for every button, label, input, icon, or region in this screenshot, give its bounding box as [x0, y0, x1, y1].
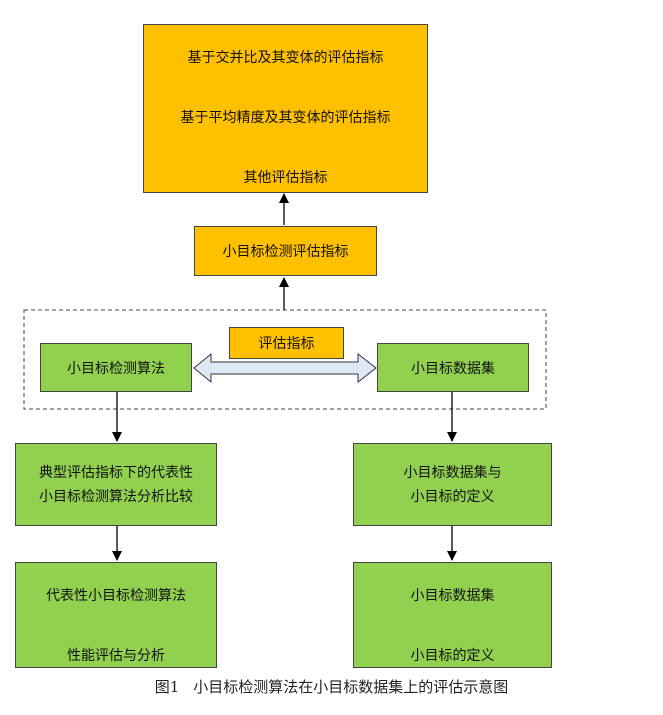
evaluation-metrics-group: 基于交并比及其变体的评估指标 基于平均精度及其变体的评估指标 其他评估指标: [143, 24, 428, 193]
rep-algo-line2: 性能评估与分析: [67, 648, 165, 664]
dataset-definition-box: 小目标数据集与 小目标的定义: [353, 443, 552, 526]
small-object-detection-metrics-box: 小目标检测评估指标: [194, 226, 377, 276]
dashed-group-boundary: [23, 309, 547, 410]
small-object-dataset-box: 小目标数据集: [377, 343, 529, 392]
figure-caption: 图1 小目标检测算法在小目标数据集上的评估示意图: [0, 676, 663, 697]
small-object-detection-metrics-label: 小目标检测评估指标: [222, 244, 349, 260]
other-metrics-label: 其他评估指标: [243, 170, 328, 186]
definition-line2: 小目标的定义: [410, 489, 495, 505]
figure-caption-text: 小目标检测算法在小目标数据集上的评估示意图: [193, 678, 509, 696]
dataset-def-line2: 小目标的定义: [410, 648, 495, 664]
representative-algorithm-box: 代表性小目标检测算法 性能评估与分析: [15, 562, 217, 668]
dataset-label: 小目标数据集: [411, 360, 495, 377]
comparison-line2: 小目标检测算法分析比较: [39, 489, 193, 505]
figure-number: 图1: [154, 678, 180, 696]
iou-metrics-label: 基于交并比及其变体的评估指标: [187, 50, 384, 66]
comparison-line1: 典型评估指标下的代表性: [39, 465, 193, 481]
eval-metric-box: 评估指标: [229, 327, 344, 359]
dataset-and-definition-box: 小目标数据集 小目标的定义: [353, 562, 552, 668]
eval-metric-label: 评估指标: [258, 336, 315, 352]
algorithm-comparison-box: 典型评估指标下的代表性 小目标检测算法分析比较: [15, 443, 217, 526]
definition-line1: 小目标数据集与: [403, 465, 502, 481]
small-object-detection-algorithm-box: 小目标检测算法: [40, 343, 192, 392]
rep-algo-line1: 代表性小目标检测算法: [46, 588, 186, 604]
double-arrow: [193, 352, 377, 384]
algorithm-label: 小目标检测算法: [67, 360, 165, 377]
dataset-def-line1: 小目标数据集: [410, 588, 495, 604]
ap-metrics-label: 基于平均精度及其变体的评估指标: [180, 110, 391, 126]
